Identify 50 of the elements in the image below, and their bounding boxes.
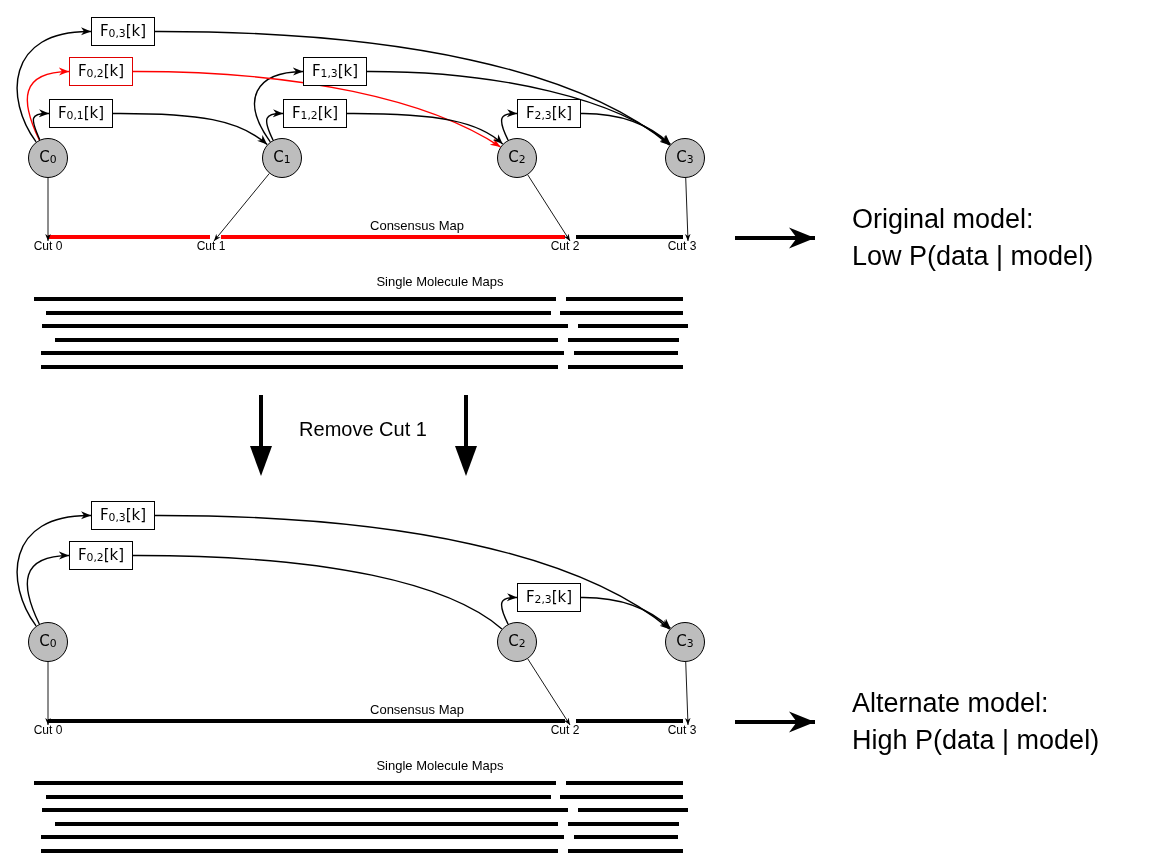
arrow [346, 112, 504, 145]
cut-label: Cut 2 [550, 240, 580, 254]
cut-label: Cut 3 [667, 724, 697, 738]
cut-node-circle [28, 138, 68, 178]
factor-box [69, 541, 133, 570]
arrow [735, 227, 815, 249]
diagram-label: Consensus Map [370, 218, 464, 233]
cut-label: Cut 1 [196, 240, 226, 254]
arrow [253, 68, 304, 143]
diagram-label: Single Molecule Maps [376, 758, 504, 773]
model-text: High P(data | model) [852, 725, 1101, 757]
factor-box [49, 99, 113, 128]
cut-label: Cut 0 [33, 724, 63, 738]
cut-node-circle [665, 138, 705, 178]
factor-box [283, 99, 347, 128]
cut-node-circle [497, 138, 537, 178]
factor-box [517, 583, 581, 612]
cut-node-circle [28, 622, 68, 662]
arrow [26, 552, 70, 625]
factor-box [91, 17, 155, 46]
model-text: Low P(data | model) [852, 241, 1095, 273]
arrow [112, 112, 268, 146]
arrow [580, 596, 672, 629]
factor-box [303, 57, 367, 86]
factor-box [517, 99, 581, 128]
arrow [154, 30, 671, 146]
arrow [500, 593, 518, 625]
arrow [132, 70, 502, 148]
cut-node-circle [262, 138, 302, 178]
arrow [735, 711, 815, 733]
arrow [265, 109, 284, 141]
cut-label: Cut 2 [550, 724, 580, 738]
factor-box [91, 501, 155, 530]
cut-label: Cut 3 [667, 240, 697, 254]
diagram-label: Remove Cut 1 [299, 418, 427, 441]
arrow [32, 109, 50, 141]
factor-box [69, 57, 133, 86]
arrow [500, 109, 518, 141]
diagram-label: Single Molecule Maps [376, 274, 504, 289]
arrow [16, 28, 92, 143]
cut-node-circle [497, 622, 537, 662]
arrow [580, 112, 672, 145]
cut-node-circle [665, 622, 705, 662]
arrow [154, 514, 671, 630]
arrow [16, 512, 92, 627]
diagram-label: Consensus Map [370, 702, 464, 717]
model-text: Alternate model: [852, 687, 1050, 719]
arrow [26, 68, 70, 141]
cut-label: Cut 0 [33, 240, 63, 254]
model-text: Original model: [852, 203, 1035, 235]
